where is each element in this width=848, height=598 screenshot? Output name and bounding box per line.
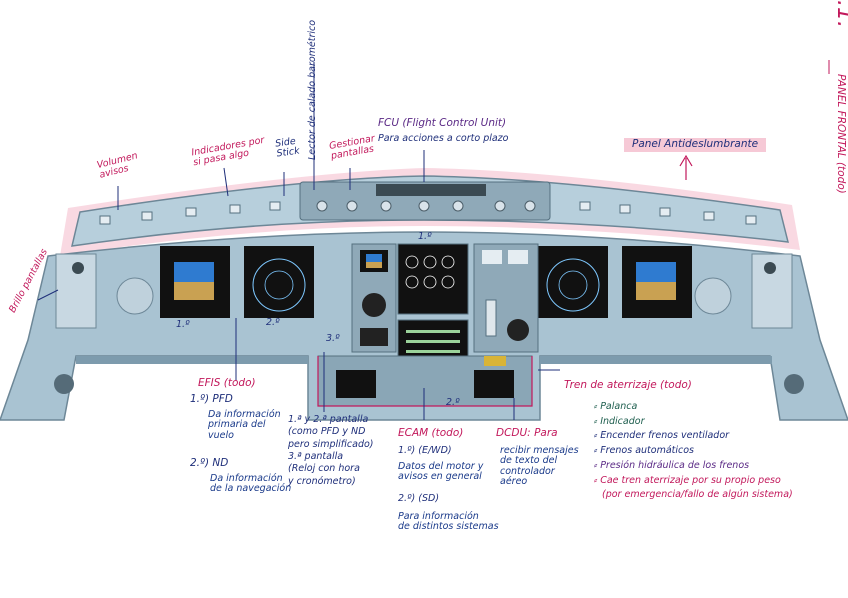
gear-item: ⸗ Palanca [594,401,638,412]
ewd-title: 1.º) (E/WD) [398,445,452,456]
gear-item: ⸗ Encender frenos ventilador [594,430,730,442]
dcdu-right [474,370,514,398]
ecam-title: ECAM (todo) [398,427,464,439]
center-screens-notes: 1.ª y 2.ª pantalla (como PFD y ND pero s… [288,414,374,487]
mark-1-ecam: 1.º [418,231,432,242]
fcu-title: FCU (Flight Control Unit) [378,117,507,129]
gear-item: ⸗ Indicador [594,415,645,427]
pfd-title: 1.º) PFD [190,393,233,405]
gear-item: ⸗ Presión hidráulica de los frenos [594,459,750,471]
antiglare-label: Panel Antideslumbrante [624,138,767,152]
mark-2: 2.º [266,317,280,328]
ecam-ewd [397,243,469,315]
gear-item: ⸗ Cae tren aterrizaje por su propio peso [594,474,781,486]
panel-frontal-title: PANEL FRONTAL (todo) [835,74,847,194]
gear-item: (por emergencia/fallo de algún sistema) [602,489,793,501]
dcdu-title: DCDU: Para [496,427,558,439]
nd-title: 2.º) ND [190,457,229,469]
gear-item: ⸗ Frenos automáticos [594,445,695,457]
baro-selector-label: Lector de calado barométrico [307,19,318,160]
efis-title: EFIS (todo) [198,377,256,389]
mark-1: 1.º [176,319,190,330]
sd-title: 2.º) (SD) [398,493,440,504]
dcdu-left [336,370,376,398]
mark-2-ecam: 2.º [446,397,460,408]
mark-3: 3.º [326,333,340,344]
topic-number: T.1. [832,0,848,28]
gear-items: ⸗ Palanca ⸗ Indicador ⸗ Encender frenos … [594,400,793,503]
gear-title: Tren de aterrizaje (todo) [564,379,692,391]
nd-left [244,246,314,318]
fcu-description: Para acciones a corto plazo [378,133,509,144]
nd-right [538,246,608,318]
